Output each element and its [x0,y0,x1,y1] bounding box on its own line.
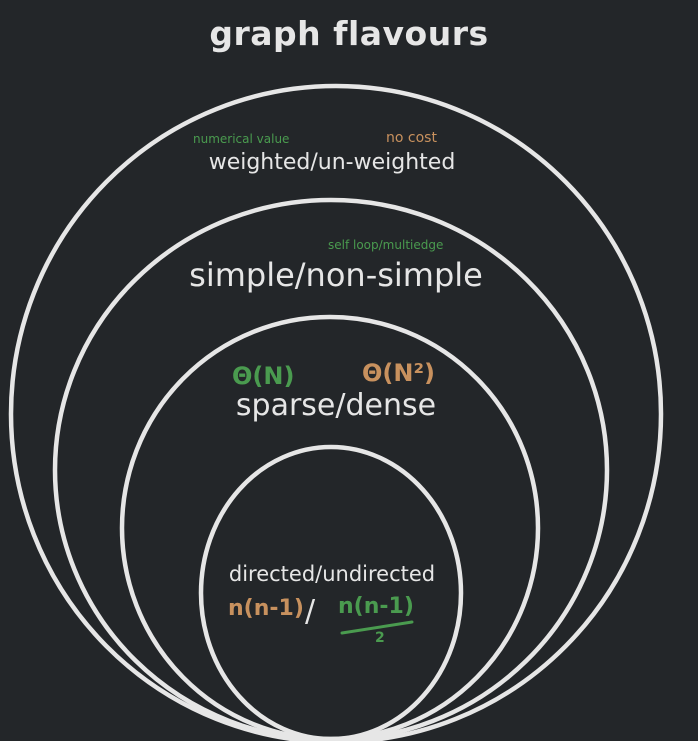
circle-weighted [8,83,664,741]
diagram-title: graph flavours [209,14,489,53]
directed-edges-note: n(n-1) [228,596,304,621]
separator-slash: / [305,594,316,629]
numerical-value-note: numerical value [193,132,290,146]
weighted-label: weighted/un-weighted [208,150,456,175]
directed-label: directed/undirected [228,562,436,586]
sparse-dense-label: sparse/dense [235,388,437,423]
simple-label: simple/non-simple [189,256,483,294]
no-cost-note: no cost [386,130,437,146]
sparse-complexity-note: Θ(N) [232,362,295,390]
dense-complexity-note: Θ(N²) [362,359,435,387]
self-loop-note: self loop/multiedge [328,238,444,252]
undirected-divisor-note: 2 [375,630,385,646]
circle-directed [198,444,464,741]
undirected-edges-note: n(n-1) [338,594,414,619]
circle-sparse [119,314,541,741]
fraction-bar [340,620,414,635]
